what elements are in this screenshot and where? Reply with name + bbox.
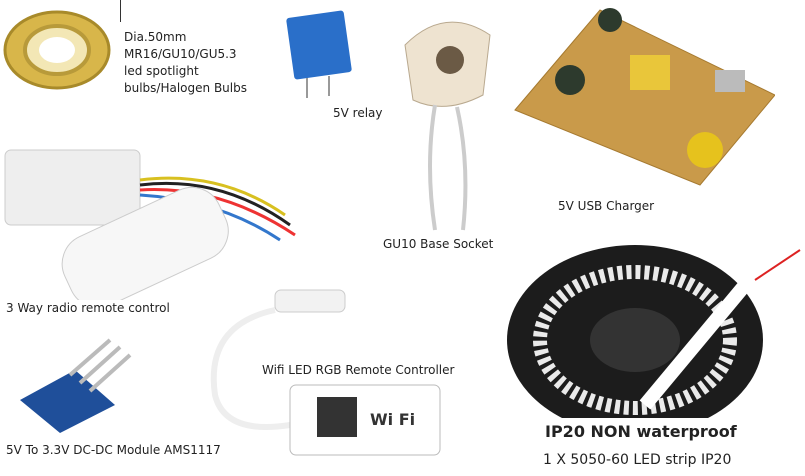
svg-text:Wi Fi: Wi Fi bbox=[370, 410, 415, 429]
wifi-label: Wifi LED RGB Remote Controller bbox=[262, 363, 455, 377]
spotlight-line: bulbs/Halogen Bulbs bbox=[124, 81, 247, 95]
led-strip-reel-photo bbox=[507, 239, 801, 425]
usb-charger-photo bbox=[514, 8, 775, 186]
relay-label: 5V relay bbox=[333, 106, 383, 120]
strip-title: IP20 NON waterproof bbox=[545, 422, 737, 441]
radio-remote-photo bbox=[4, 149, 296, 300]
charger-label: 5V USB Charger bbox=[558, 199, 655, 213]
spotlight-line: Dia.50mm bbox=[124, 30, 187, 44]
spotlight-line: led spotlight bbox=[124, 64, 199, 78]
remote-label: 3 Way radio remote control bbox=[6, 301, 170, 315]
relay-photo bbox=[286, 10, 352, 98]
socket-label: GU10 Base Socket bbox=[383, 237, 494, 251]
dc-dc-module-photo bbox=[20, 338, 132, 433]
spotlight-label: Dia.50mm MR16/GU10/GU5.3 led spotlight b… bbox=[124, 29, 247, 97]
spotlight-line: MR16/GU10/GU5.3 bbox=[124, 47, 237, 61]
spotlight-ring-photo bbox=[3, 10, 111, 90]
divider bbox=[120, 0, 121, 22]
module-label: 5V To 3.3V DC-DC Module AMS1117 bbox=[6, 443, 221, 457]
strip-caption-box bbox=[538, 418, 788, 476]
strip-subtitle: 1 X 5050-60 LED strip IP20 bbox=[543, 452, 732, 468]
gu10-socket-photo bbox=[404, 21, 491, 231]
wifi-controller-photo: Wi Fi bbox=[210, 289, 441, 456]
